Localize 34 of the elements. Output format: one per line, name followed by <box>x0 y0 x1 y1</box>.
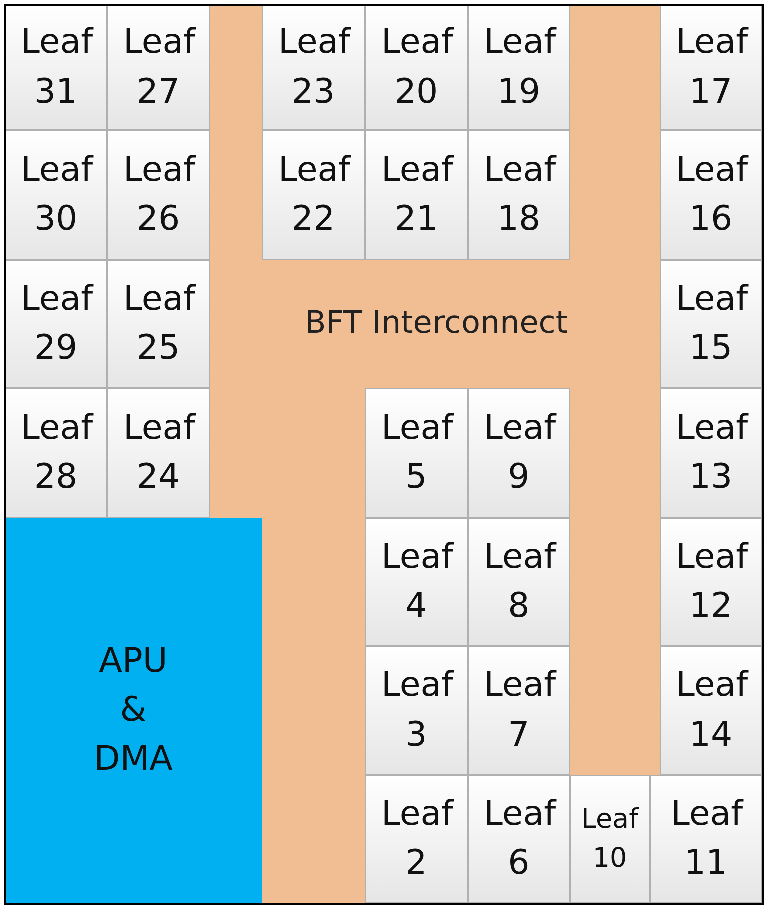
leaf-tile <box>365 388 468 518</box>
leaf-tile <box>365 646 468 775</box>
leaf-tile <box>365 775 468 903</box>
leaf-tile <box>107 130 210 260</box>
leaf-tile <box>107 5 210 130</box>
block-label: APU & DMA <box>93 640 174 782</box>
leaf-tile <box>262 130 365 260</box>
leaf-tile <box>570 775 650 903</box>
block-label: Leaf 10 <box>580 802 640 876</box>
leaf-tile <box>660 260 762 388</box>
leaf-tile <box>468 646 570 775</box>
leaf-tile <box>650 775 762 903</box>
leaf-tile <box>107 260 210 388</box>
leaf-tile <box>660 130 762 260</box>
leaf-tile <box>5 5 107 130</box>
leaf-tile <box>262 5 365 130</box>
leaf-tile <box>5 260 107 388</box>
leaf-tile <box>365 518 468 646</box>
leaf-tile <box>107 388 210 518</box>
leaf-tile <box>660 646 762 775</box>
leaf-tile <box>468 5 570 130</box>
leaf-tile <box>468 388 570 518</box>
leaf-tile <box>468 775 570 903</box>
processor-block <box>5 518 262 903</box>
leaf-tile <box>5 130 107 260</box>
leaf-tile <box>365 5 468 130</box>
leaf-tile <box>365 130 468 260</box>
leaf-tile <box>5 388 107 518</box>
leaf-tile <box>468 518 570 646</box>
leaf-tile <box>660 518 762 646</box>
leaf-tile <box>660 5 762 130</box>
leaf-tile <box>660 388 762 518</box>
leaf-tile <box>468 130 570 260</box>
region-label: BFT Interconnect <box>305 305 568 341</box>
